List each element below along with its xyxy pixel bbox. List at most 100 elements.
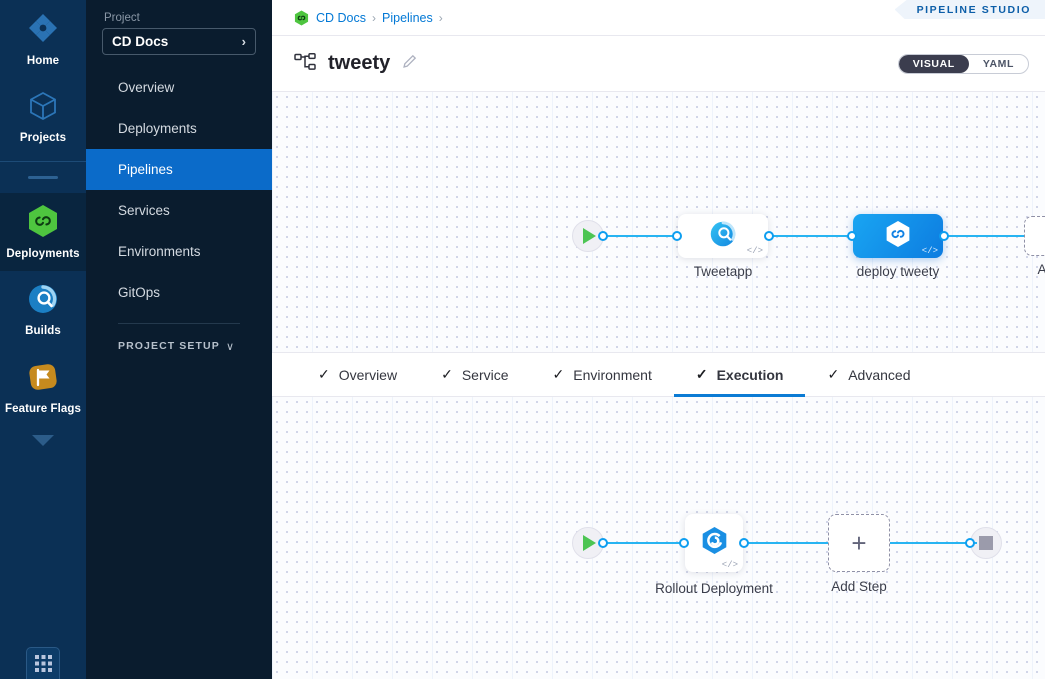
tab-execution[interactable]: ✓ Execution	[673, 353, 806, 397]
project-sidebar: Project CD Docs › Overview Deployments P…	[86, 0, 272, 679]
add-stage-label: Add Stage	[974, 262, 1045, 277]
stage-box-tweetapp[interactable]: </>	[678, 214, 768, 258]
stage-node-deploy-tweety[interactable]: </> deploy tweety	[847, 214, 949, 279]
home-diamond-icon	[26, 11, 60, 50]
rail-dash	[28, 176, 58, 179]
check-icon: ✓	[827, 366, 840, 382]
sidebar-divider	[118, 323, 240, 324]
rail-divider	[0, 161, 86, 162]
edge-tweetapp-to-deploy	[768, 235, 858, 237]
cd-module-icon	[294, 10, 309, 26]
toggle-option-yaml[interactable]: YAML	[982, 57, 1014, 70]
tab-label-environment: Environment	[573, 366, 652, 383]
rail-label-home: Home	[26, 55, 60, 67]
check-icon: ✓	[552, 366, 565, 382]
rail-item-home[interactable]: Home	[0, 0, 86, 78]
step-label-rollout-deployment: Rollout Deployment	[655, 581, 773, 596]
stage-label-deploy-tweety: deploy tweety	[856, 264, 940, 279]
tab-advanced[interactable]: ✓ Advanced	[805, 353, 932, 396]
tab-label-advanced: Advanced	[848, 366, 911, 383]
stage-node-tweetapp[interactable]: </> Tweetapp	[672, 214, 774, 279]
sidebar-item-services[interactable]: Services	[118, 203, 170, 218]
check-icon: ✓	[441, 366, 453, 382]
add-step-wrapper[interactable]: + Add Step	[828, 514, 890, 594]
ci-build-icon	[709, 220, 737, 253]
pipeline-studio-badge: PIPELINE STUDIO	[894, 0, 1045, 19]
rail-item-deployments[interactable]: Deployments	[0, 193, 86, 271]
edge-deploy-to-addstage	[936, 235, 1032, 237]
tab-label-overview: Overview	[338, 366, 398, 383]
sidebar-item-overview[interactable]: Overview	[118, 80, 175, 95]
project-setup-toggle[interactable]: PROJECT SETUP ∨	[86, 324, 272, 368]
breadcrumb: CD Docs › Pipelines › PIPELINE STUDIO	[272, 0, 1045, 36]
cube-icon	[27, 90, 59, 127]
step-start-output-port[interactable]	[598, 538, 608, 548]
code-tag-icon-deploy[interactable]: </>	[921, 246, 938, 256]
caret-down-icon[interactable]	[32, 435, 54, 446]
stage-tabs: ✓ Overview ✓ Service ✓ Environment ✓ Exe…	[272, 353, 1045, 397]
edge-addstep-to-end	[889, 542, 977, 544]
grid-apps-icon[interactable]	[26, 647, 60, 679]
pipeline-header: tweety VISUAL YAML	[272, 36, 1045, 92]
edge-start-to-tweetapp	[602, 235, 688, 237]
step-box-rollout-deployment[interactable]: </>	[685, 514, 743, 572]
rollout-input-port[interactable]	[679, 538, 689, 548]
stage-canvas[interactable]: </> Tweetapp	[272, 92, 1045, 353]
edge-rollout-to-addstep	[744, 542, 829, 544]
module-rail: Home Projects	[0, 0, 86, 679]
add-stage-node[interactable]: + Add Stage	[1024, 216, 1045, 277]
project-section-label: Project	[104, 12, 140, 24]
stage-label-tweetapp: Tweetapp	[693, 264, 753, 279]
project-setup-label: PROJECT SETUP	[118, 340, 220, 352]
tweetapp-input-port[interactable]	[672, 231, 682, 241]
rail-label-projects: Projects	[19, 132, 67, 144]
deploy-input-port[interactable]	[847, 231, 857, 241]
rail-item-feature-flags[interactable]: Feature Flags	[0, 349, 86, 427]
sidebar-item-deployments[interactable]: Deployments	[118, 121, 197, 136]
page-title: tweety	[328, 52, 391, 74]
breadcrumb-link-cd-docs[interactable]: CD Docs	[316, 10, 367, 25]
sidebar-item-pipelines[interactable]: Pipelines	[86, 149, 272, 190]
start-output-port[interactable]	[598, 231, 608, 241]
sidebar-item-gitops[interactable]: GitOps	[118, 285, 161, 300]
tab-service[interactable]: ✓ Service	[419, 353, 530, 396]
deploy-output-port[interactable]	[939, 231, 949, 241]
rail-label-deployments: Deployments	[6, 248, 80, 260]
pipeline-start-node	[572, 220, 608, 252]
code-tag-icon-step[interactable]: </>	[721, 560, 738, 570]
edge-start-to-rollout	[602, 542, 688, 544]
toggle-option-visual[interactable]: VISUAL	[898, 54, 969, 73]
breadcrumb-separator-2: ›	[438, 10, 443, 25]
add-stage-button[interactable]: +	[1024, 216, 1045, 256]
tab-overview[interactable]: ✓ Overview	[296, 353, 419, 396]
ci-circle-icon	[27, 283, 59, 320]
step-end-node	[965, 527, 1002, 559]
view-mode-toggle[interactable]: VISUAL YAML	[897, 53, 1029, 74]
cd-hexagon-icon	[885, 220, 911, 253]
project-selector[interactable]: CD Docs ›	[102, 28, 256, 55]
check-icon: ✓	[318, 366, 330, 382]
tweetapp-output-port[interactable]	[764, 231, 774, 241]
project-selector-name: CD Docs	[112, 34, 169, 49]
code-tag-icon[interactable]: </>	[746, 246, 763, 256]
breadcrumb-separator: ›	[372, 10, 377, 25]
rail-item-projects[interactable]: Projects	[0, 78, 86, 156]
flag-icon	[27, 361, 59, 398]
pencil-icon[interactable]	[402, 54, 417, 74]
project-nav: Overview Deployments Pipelines Services …	[86, 67, 272, 313]
play-icon	[572, 527, 604, 559]
add-step-button[interactable]: +	[828, 514, 890, 572]
breadcrumb-link-pipelines[interactable]: Pipelines	[382, 10, 433, 25]
step-end-input-port[interactable]	[965, 538, 975, 548]
check-icon: ✓	[695, 366, 708, 382]
tab-environment[interactable]: ✓ Environment	[531, 353, 674, 396]
rail-label-feature-flags: Feature Flags	[4, 403, 82, 415]
rollout-output-port[interactable]	[739, 538, 749, 548]
sidebar-item-environments[interactable]: Environments	[118, 244, 201, 259]
step-node-rollout-deployment[interactable]: </> Rollout Deployment	[655, 514, 773, 596]
rail-item-builds[interactable]: Builds	[0, 271, 86, 349]
execution-step-canvas[interactable]: </> Rollout Deployment + Add Step	[272, 397, 1045, 679]
stage-box-deploy-tweety[interactable]: </>	[853, 214, 943, 258]
chevron-down-icon: ∨	[225, 340, 234, 353]
